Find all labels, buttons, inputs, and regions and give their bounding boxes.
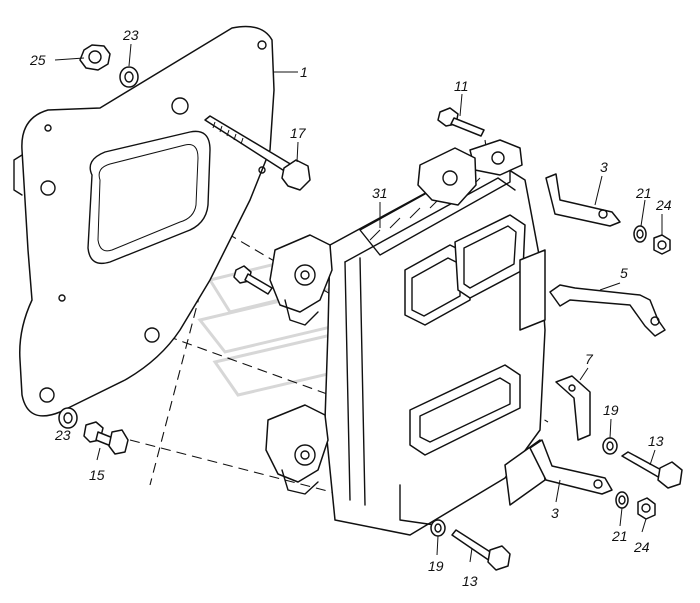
bolt-13-bottom [451, 529, 511, 571]
bolt-17 [204, 115, 311, 191]
callout-24-top: 24 [655, 197, 672, 213]
washer-21-bottom [615, 491, 629, 509]
callout-21-top: 21 [635, 185, 652, 201]
bracket-5 [549, 284, 666, 337]
callout-23-top: 23 [122, 27, 139, 43]
callout-13-right: 13 [648, 433, 664, 449]
bracket-3-bottom [529, 439, 613, 495]
callout-19-bottom: 19 [428, 558, 444, 574]
bolt-11 [437, 107, 485, 137]
callout-3-bottom: 3 [551, 505, 559, 521]
washer-23-bottom [58, 407, 78, 429]
bolt-13-right [621, 451, 683, 489]
bolt-15 [83, 421, 129, 455]
callout-15: 15 [89, 467, 105, 483]
ecu-unit [265, 139, 546, 536]
washer-21-top [633, 225, 647, 243]
washer-19-right [602, 437, 618, 455]
callout-3-top: 3 [600, 159, 608, 175]
leader-lines [54, 43, 663, 563]
callout-7: 7 [585, 351, 594, 367]
washer-19-bottom [430, 519, 446, 537]
callout-labels: 25 23 1 17 11 31 3 21 24 5 7 19 13 3 21 … [29, 27, 672, 589]
callout-19-right: 19 [603, 402, 619, 418]
callout-17: 17 [290, 125, 307, 141]
callout-11: 11 [454, 78, 469, 94]
bolt-left [233, 265, 273, 295]
callout-24-bottom: 24 [633, 539, 650, 555]
bracket-7 [555, 375, 591, 441]
callout-1: 1 [300, 64, 308, 80]
callout-13-bottom: 13 [462, 573, 478, 589]
nut-25 [79, 44, 111, 71]
callout-21-bottom: 21 [611, 528, 628, 544]
washer-23-top [119, 66, 139, 88]
nut-24-bottom [637, 497, 656, 520]
callout-5: 5 [620, 265, 628, 281]
bracket-3-top [545, 173, 621, 227]
callout-25: 25 [29, 52, 46, 68]
callout-31: 31 [372, 185, 388, 201]
nut-24-top [653, 234, 671, 255]
callout-23-bottom: 23 [54, 427, 71, 443]
